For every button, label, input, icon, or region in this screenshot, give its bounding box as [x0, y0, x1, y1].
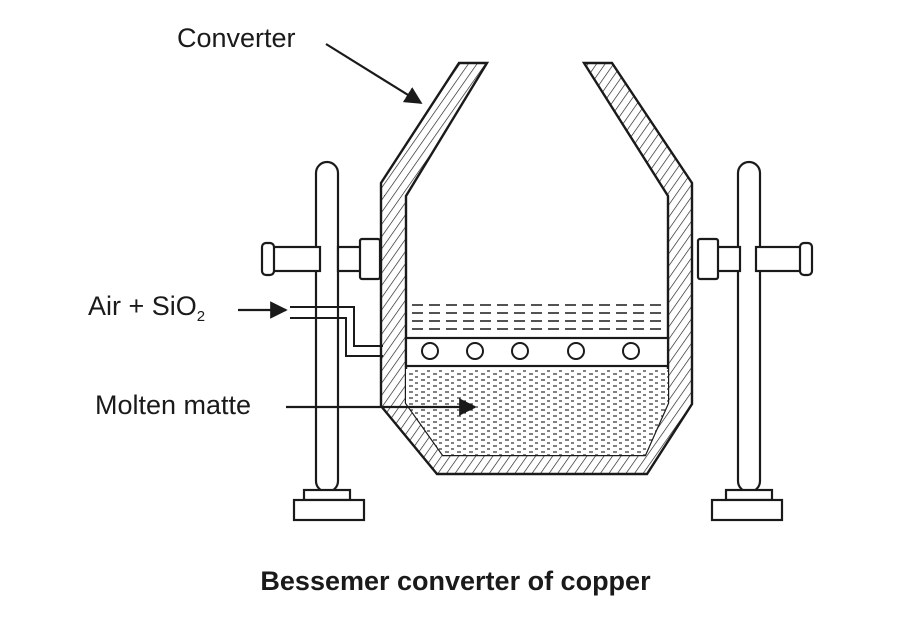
slag-layer — [412, 304, 662, 330]
converter-arrow — [325, 43, 423, 104]
molten-matte — [406, 369, 668, 455]
air-sio2-label-subscript: 2 — [196, 308, 206, 325]
air-sio2-label: Air + SiO2 — [88, 291, 206, 325]
diagram-caption: Bessemer converter of copper — [260, 566, 651, 596]
molten-matte-label: Molten matte — [95, 390, 252, 420]
tuyere-band — [404, 336, 670, 368]
converter-label: Converter — [177, 23, 296, 53]
right-stand — [696, 160, 814, 522]
air-sio2-label-main: Air + SiO — [88, 291, 197, 321]
air-inlet-pipe — [290, 306, 383, 357]
left-stand — [260, 160, 382, 522]
converter-vessel-wall — [379, 61, 694, 476]
